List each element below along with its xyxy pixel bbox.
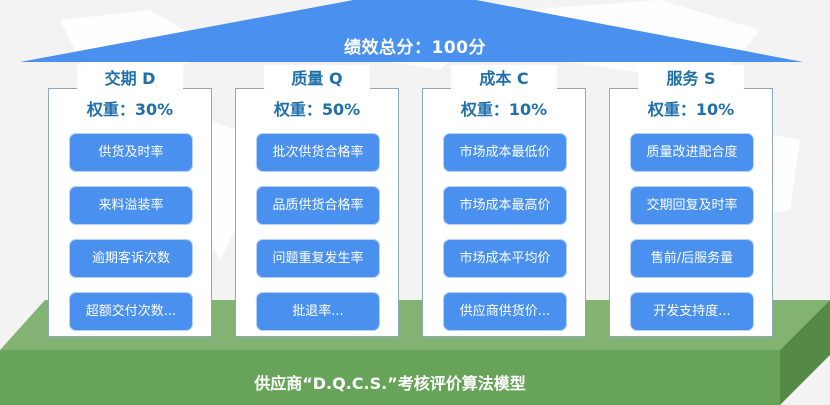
platform-side-face [780, 300, 830, 405]
metric-button[interactable]: 交期回复及时率 [630, 186, 754, 225]
category-card-quality: 质量 Q 权重：50% 批次供货合格率 品质供货合格率 问题重复发生率 批退率.… [235, 65, 399, 337]
metric-button[interactable]: 品质供货合格率 [256, 186, 380, 225]
card-weight: 权重：10% [647, 100, 735, 119]
roof-triangle [20, 0, 803, 62]
metric-button[interactable]: 逾期客诉次数 [69, 239, 193, 278]
metric-button[interactable]: 批退率... [256, 292, 380, 331]
card-title: 成本 C [451, 65, 557, 93]
metric-button[interactable]: 市场成本平均价 [443, 239, 567, 278]
card-weight: 权重：50% [273, 100, 361, 119]
metric-button[interactable]: 市场成本最低价 [443, 133, 567, 172]
metric-button[interactable]: 售前/后服务量 [630, 239, 754, 278]
total-score-title: 绩效总分：100分 [344, 38, 486, 58]
metric-button[interactable]: 问题重复发生率 [256, 239, 380, 278]
metric-button[interactable]: 市场成本最高价 [443, 186, 567, 225]
metric-button[interactable]: 质量改进配合度 [630, 133, 754, 172]
metric-button[interactable]: 开发支持度... [630, 292, 754, 331]
card-title: 质量 Q [264, 65, 370, 93]
metric-button[interactable]: 超额交付次数... [69, 292, 193, 331]
card-weight: 权重：30% [86, 100, 174, 119]
platform-front-face [0, 350, 780, 405]
category-card-delivery: 交期 D 权重：30% 供货及时率 来料溢装率 逾期客诉次数 超额交付次数... [48, 65, 212, 337]
card-title: 服务 S [638, 65, 744, 93]
model-title: 供应商“D.Q.C.S.”考核评价算法模型 [254, 374, 526, 393]
category-card-service: 服务 S 权重：10% 质量改进配合度 交期回复及时率 售前/后服务量 开发支持… [609, 65, 773, 337]
category-card-cost: 成本 C 权重：10% 市场成本最低价 市场成本最高价 市场成本平均价 供应商供… [422, 65, 586, 337]
metric-button[interactable]: 供应商供货价... [443, 292, 567, 331]
card-title: 交期 D [77, 65, 183, 93]
metric-button[interactable]: 供货及时率 [69, 133, 193, 172]
metric-button[interactable]: 批次供货合格率 [256, 133, 380, 172]
card-weight: 权重：10% [460, 100, 548, 119]
metric-button[interactable]: 来料溢装率 [69, 186, 193, 225]
